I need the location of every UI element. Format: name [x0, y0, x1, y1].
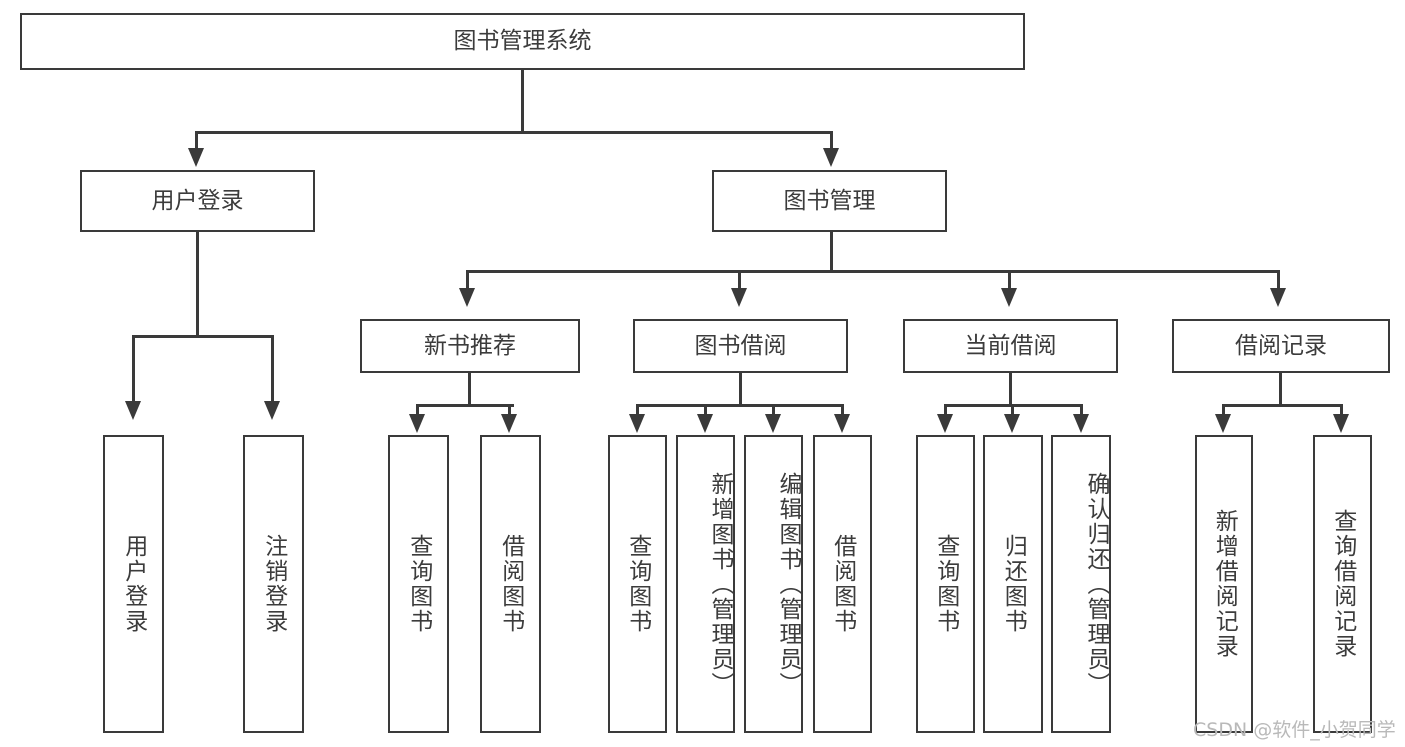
node-leaf-confirm-return[interactable]: 确认归还（管理员）: [1051, 435, 1111, 733]
connector-bm-to-new-book: [466, 270, 469, 290]
node-leaf-return-book-label: 归还图书: [1000, 534, 1027, 634]
arrowhead-current-borrow: [1001, 288, 1017, 307]
node-current-borrow[interactable]: 当前借阅: [903, 319, 1118, 373]
connector-bm-to-current-borrow: [1008, 270, 1011, 290]
connector-root-to-user-login: [195, 131, 198, 150]
connector-root-stem: [521, 70, 524, 133]
node-leaf-query-book-1-label: 查询图书: [405, 534, 432, 634]
node-leaf-borrow-book-1[interactable]: 借阅图书: [480, 435, 541, 733]
node-book-borrow[interactable]: 图书借阅: [633, 319, 848, 373]
connector-cb-l2: [1011, 404, 1014, 416]
arrowhead-leaf-query-book-3: [937, 414, 953, 433]
node-new-book-rec[interactable]: 新书推荐: [360, 319, 580, 373]
connector-borrow-record-bus: [1222, 404, 1342, 407]
connector-user-login-bus: [132, 335, 273, 338]
arrowhead-leaf-add-book: [697, 414, 713, 433]
node-leaf-logout[interactable]: 注销登录: [243, 435, 304, 733]
node-leaf-borrow-book-2[interactable]: 借阅图书: [813, 435, 872, 733]
node-leaf-user-login[interactable]: 用户登录: [103, 435, 164, 733]
connector-borrow-record-stem: [1279, 373, 1282, 406]
arrowhead-user-login: [188, 148, 204, 167]
arrowhead-leaf-borrow-book-2: [834, 414, 850, 433]
connector-bb-l4: [841, 404, 844, 416]
node-leaf-add-record-label: 新增借阅记录: [1211, 509, 1238, 659]
connector-new-book-bus: [416, 404, 514, 407]
node-leaf-borrow-book-2-label: 借阅图书: [829, 534, 856, 634]
arrowhead-book-manage: [823, 148, 839, 167]
arrowhead-new-book-rec: [459, 288, 475, 307]
connector-cb-l3: [1080, 404, 1083, 416]
connector-bb-l3: [772, 404, 775, 416]
node-leaf-borrow-book-1-label: 借阅图书: [497, 534, 524, 634]
connector-nb-l1: [416, 404, 419, 416]
node-leaf-add-book-label: 新增图书（管理员）: [707, 471, 733, 697]
node-leaf-query-book-2[interactable]: 查询图书: [608, 435, 667, 733]
connector-user-login-stem: [196, 232, 199, 337]
connector-book-manage-stem: [830, 232, 833, 272]
arrowhead-leaf-borrow-book-1: [501, 414, 517, 433]
node-leaf-query-book-3[interactable]: 查询图书: [916, 435, 975, 733]
arrowhead-borrow-record: [1270, 288, 1286, 307]
node-user-login[interactable]: 用户登录: [80, 170, 315, 232]
node-current-borrow-label: 当前借阅: [964, 332, 1057, 359]
connector-root-to-book-manage: [830, 131, 833, 150]
arrowhead-leaf-return-book: [1004, 414, 1020, 433]
connector-cb-l1: [944, 404, 947, 416]
csdn-watermark: CSDN @软件_小贺同学: [1193, 719, 1396, 741]
node-book-manage-label: 图书管理: [783, 187, 876, 214]
node-book-borrow-label: 图书借阅: [694, 332, 787, 359]
node-borrow-record[interactable]: 借阅记录: [1172, 319, 1390, 373]
connector-bb-l2: [704, 404, 707, 416]
node-leaf-query-book-1[interactable]: 查询图书: [388, 435, 449, 733]
arrowhead-leaf-add-record: [1215, 414, 1231, 433]
node-leaf-query-book-3-label: 查询图书: [932, 534, 959, 634]
node-leaf-query-book-2-label: 查询图书: [624, 534, 651, 634]
connector-new-book-stem: [468, 373, 471, 406]
connector-br-l1: [1222, 404, 1225, 416]
arrowhead-leaf-user-login: [125, 401, 141, 420]
arrowhead-leaf-edit-book: [765, 414, 781, 433]
connector-user-login-l1: [132, 335, 135, 403]
arrowhead-leaf-logout: [264, 401, 280, 420]
arrowhead-book-borrow: [731, 288, 747, 307]
connector-book-manage-bus: [466, 270, 1280, 273]
connector-user-login-l2: [271, 335, 274, 403]
node-leaf-query-record-label: 查询借阅记录: [1329, 509, 1356, 659]
node-leaf-user-login-label: 用户登录: [120, 534, 147, 634]
connector-nb-l2: [508, 404, 511, 416]
connector-br-l2: [1340, 404, 1343, 416]
connector-current-borrow-stem: [1009, 373, 1012, 406]
node-leaf-return-book[interactable]: 归还图书: [983, 435, 1043, 733]
node-user-login-label: 用户登录: [151, 187, 244, 214]
node-new-book-rec-label: 新书推荐: [424, 332, 516, 359]
connector-bm-to-borrow-record: [1277, 270, 1280, 290]
node-borrow-record-label: 借阅记录: [1235, 332, 1327, 359]
node-leaf-confirm-return-label: 确认归还（管理员）: [1083, 471, 1109, 697]
connector-book-borrow-stem: [739, 373, 742, 406]
arrowhead-leaf-query-book-1: [409, 414, 425, 433]
connector-bb-l1: [636, 404, 639, 416]
node-leaf-add-book[interactable]: 新增图书（管理员）: [676, 435, 735, 733]
arrowhead-leaf-query-record: [1333, 414, 1349, 433]
connector-book-borrow-bus: [636, 404, 843, 407]
connector-bm-to-book-borrow: [738, 270, 741, 290]
node-leaf-edit-book[interactable]: 编辑图书（管理员）: [744, 435, 803, 733]
connector-root-bus: [195, 131, 833, 134]
node-book-manage[interactable]: 图书管理: [712, 170, 947, 232]
node-leaf-logout-label: 注销登录: [260, 534, 287, 634]
node-leaf-add-record[interactable]: 新增借阅记录: [1195, 435, 1253, 733]
arrowhead-leaf-confirm-return: [1073, 414, 1089, 433]
node-root-label: 图书管理系统: [453, 28, 592, 55]
node-leaf-edit-book-label: 编辑图书（管理员）: [775, 471, 801, 697]
node-root[interactable]: 图书管理系统: [20, 13, 1025, 70]
arrowhead-leaf-query-book-2: [629, 414, 645, 433]
node-leaf-query-record[interactable]: 查询借阅记录: [1313, 435, 1372, 733]
